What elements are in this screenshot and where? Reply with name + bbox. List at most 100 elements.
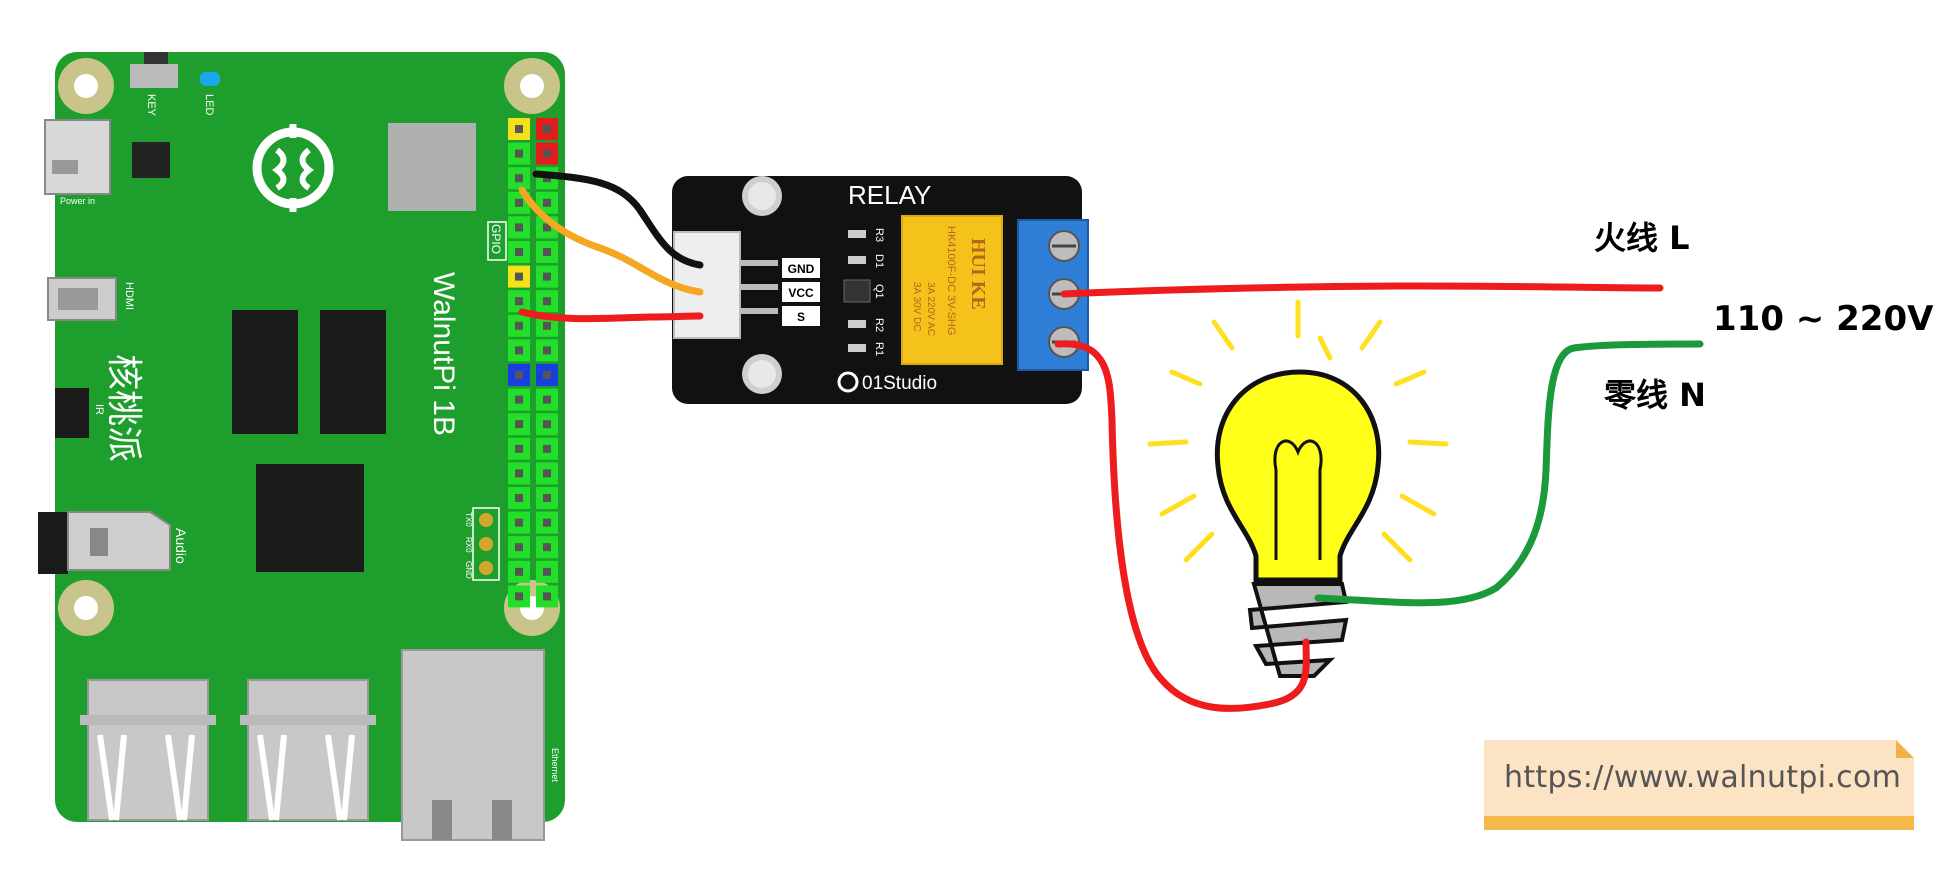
board-name-cn: 核桃派	[104, 354, 145, 462]
voltage-label: 110 ~ 220V	[1713, 299, 1934, 339]
label-r2: R2	[873, 318, 885, 332]
gpio-pin-hole	[543, 567, 551, 576]
gpio-pin-hole	[543, 518, 551, 527]
gpio-pin-hole	[543, 494, 551, 502]
gpio-pin-hole	[543, 592, 551, 601]
audio-jack	[38, 511, 171, 574]
gpio-pin-hole	[515, 444, 523, 453]
wire-signal-red	[518, 308, 704, 323]
relay-chip-rating-ac: 3A 220V AC	[925, 282, 936, 336]
label-r3: R3	[873, 228, 885, 242]
label-r1: R1	[873, 342, 885, 356]
gpio-pin-hole	[515, 420, 523, 429]
gpio-pin-hole	[515, 223, 523, 232]
gpio-pin-hole	[543, 149, 551, 158]
gpio-pin-hole	[543, 272, 551, 281]
wire-neutral-green	[1314, 340, 1704, 607]
gpio-pin-hole	[515, 469, 523, 478]
neutral-label: 零线 N	[1604, 376, 1706, 414]
gnd-label: GND	[464, 561, 473, 579]
relay-chip-rating-dc: 3A 30V DC	[911, 282, 922, 331]
pin-label-gnd: GND	[788, 262, 815, 276]
usb-port	[240, 679, 376, 821]
gpio-pin-hole	[543, 395, 551, 404]
walnutpi-logo-icon	[252, 124, 334, 212]
relay-chip-model: HK4100F-DC 3V-SHG	[945, 226, 957, 335]
gpio-label: GPIO	[489, 224, 503, 254]
gpio-pin-hole	[515, 321, 523, 330]
gpio-pin-hole	[515, 494, 523, 502]
gpio-pin-hole	[543, 321, 551, 330]
label-q1: Q1	[873, 284, 885, 299]
key-label: KEY	[145, 94, 157, 117]
led-indicator	[200, 72, 220, 86]
gpio-pin-hole	[515, 149, 523, 158]
jst-connector	[673, 231, 778, 339]
relay-module: RELAY 01Studio GND VCC S R3	[672, 176, 1089, 404]
wires	[518, 170, 1704, 712]
gpio-pin-hole	[543, 125, 551, 133]
gpio-pin-hole	[515, 198, 523, 207]
mounting-hole	[742, 354, 782, 394]
audio-label: Audio	[173, 528, 189, 564]
soc-chip	[256, 464, 364, 572]
tx0-label: TX0	[464, 512, 473, 527]
hdmi-label: HDMI	[123, 282, 135, 310]
url-link[interactable]: https://www.walnutpi.com	[1504, 760, 1902, 795]
url-note-background	[1484, 740, 1914, 830]
gpio-pin-hole	[515, 592, 523, 601]
light-bulb-icon	[1147, 299, 1449, 678]
gpio-pin-hole	[515, 518, 523, 527]
led-label: LED	[203, 94, 215, 115]
wifi-module	[388, 123, 476, 211]
ethernet-port	[401, 649, 545, 841]
ir-label: IR	[93, 404, 105, 415]
gpio-pin-hole	[543, 248, 551, 256]
gpio-pin-hole	[515, 567, 523, 576]
gpio-pin-hole	[543, 444, 551, 453]
gpio-pin-hole	[515, 272, 523, 281]
mounting-hole	[742, 176, 782, 216]
ram-chip	[320, 310, 386, 434]
gpio-pin-hole	[543, 469, 551, 478]
gpio-pin-hole	[515, 371, 523, 379]
mounting-hole	[58, 580, 114, 636]
pin-label-vcc: VCC	[788, 286, 814, 300]
relay-chip-brand: HUI KE	[967, 238, 989, 310]
walnutpi-board: KEY LED Power in HDMI IR	[38, 52, 565, 841]
rx0-label: RX0	[464, 537, 473, 553]
relay-title: RELAY	[848, 180, 931, 210]
gpio-pin-hole	[543, 198, 551, 207]
gpio-pin-hole	[543, 420, 551, 429]
studio-logo-icon	[837, 371, 859, 393]
gpio-pin-hole	[515, 346, 523, 355]
relay-chip	[901, 215, 1003, 365]
smd-components	[843, 230, 871, 352]
gpio-pin-hole	[515, 395, 523, 404]
wire-vcc-yellow	[518, 186, 704, 296]
wire-gnd-black	[532, 170, 704, 269]
gpio-pin-hole	[515, 174, 523, 183]
gpio-pin-hole	[543, 297, 551, 306]
live-label: 火线 L	[1594, 219, 1690, 257]
key-button	[130, 52, 178, 88]
ram-chip	[232, 310, 298, 434]
usb-port	[80, 679, 216, 821]
gpio-pin-hole	[515, 543, 523, 552]
hdmi-port	[47, 277, 117, 321]
mounting-hole	[58, 58, 114, 114]
gpio-pin-hole	[543, 346, 551, 355]
mounting-hole	[504, 58, 560, 114]
board-name: WalnutPi 1B	[427, 272, 460, 436]
ir-receiver	[55, 388, 89, 438]
uart-header	[472, 507, 500, 581]
url-note: https://www.walnutpi.com	[1484, 740, 1914, 830]
gpio-pin-hole	[543, 223, 551, 232]
ethernet-label: Ethernet	[550, 748, 560, 783]
power-chip	[132, 142, 170, 178]
power-label: Power in	[60, 196, 95, 206]
gpio-pin-hole	[543, 543, 551, 552]
pin-label-box	[782, 258, 820, 326]
wire-relay-to-bulb-red	[1054, 340, 1310, 712]
